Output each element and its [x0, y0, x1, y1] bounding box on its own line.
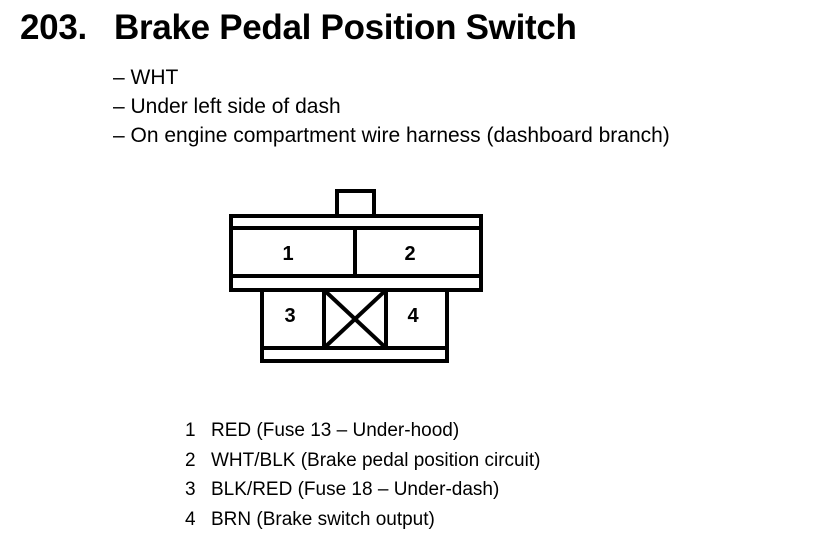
cavity-label-4: 4 [407, 305, 419, 327]
blank-cavity-cross [322, 288, 388, 350]
pin-row: 4 BRN (Brake switch output) [185, 505, 540, 535]
connector-location: – Under left side of dash [113, 95, 341, 118]
pin-number: 1 [185, 420, 196, 441]
connector-harness: – On engine compartment wire harness (da… [113, 124, 670, 147]
pin-number: 4 [185, 508, 196, 530]
component-number: 203. [20, 8, 87, 47]
pin-assignment-list: 1 RED (Fuse 13 – Under-hood) 2 WHT/BLK (Br… [185, 416, 540, 534]
pin-description: BRN (Brake switch output) [211, 508, 435, 530]
pin-row: 2 WHT/BLK (Brake pedal position circuit) [185, 446, 540, 476]
cavity-label-3: 3 [284, 305, 295, 327]
pin-description: BLK/RED (Fuse 18 – Under-dash) [211, 479, 500, 500]
pin-row: 3 BLK/RED (Fuse 18 – Under-dash) [185, 475, 540, 505]
blank-cavity [322, 288, 388, 350]
cavity-label-2: 2 [404, 243, 415, 265]
pin-row: 1 RED (Fuse 13 – Under-hood) [185, 416, 540, 446]
connector-lock-tab [335, 189, 376, 218]
pin-number: 2 [185, 449, 196, 471]
component-name: Brake Pedal Position Switch [114, 8, 577, 47]
connector-color: – WHT [113, 66, 179, 89]
pin-description: WHT/BLK (Brake pedal position circuit) [211, 449, 541, 471]
page-title: 203. Brake Pedal Position Switch [20, 8, 577, 48]
cavity-label-1: 1 [282, 243, 293, 265]
pin-description: RED (Fuse 13 – Under-hood) [211, 420, 460, 441]
connector-info-list: – WHT – Under left side of dash – On eng… [113, 63, 670, 150]
pin-number: 3 [185, 479, 196, 500]
